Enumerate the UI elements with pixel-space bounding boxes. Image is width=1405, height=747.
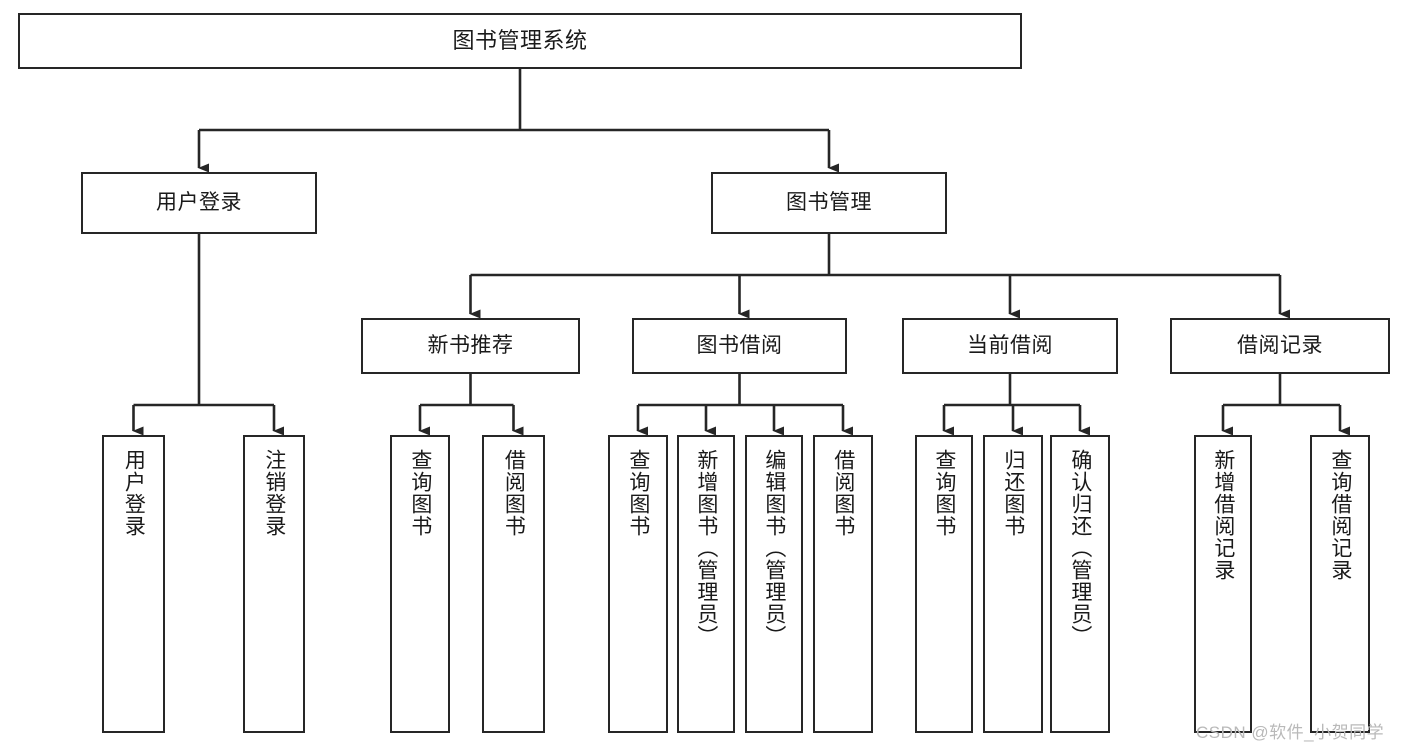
node-new-book-recommend[interactable]: 新书推荐 — [361, 318, 580, 374]
node-leaf-logout-label: 注销登录 — [262, 449, 286, 537]
node-leaf-query-book-2-label: 查询图书 — [626, 449, 650, 537]
node-borrow-record[interactable]: 借阅记录 — [1170, 318, 1390, 374]
node-leaf-return-book[interactable]: 归还图书 — [983, 435, 1043, 733]
node-book-manage[interactable]: 图书管理 — [711, 172, 947, 234]
node-user-login-label: 用户登录 — [156, 190, 242, 214]
node-current-borrow[interactable]: 当前借阅 — [902, 318, 1118, 374]
node-book-manage-label: 图书管理 — [786, 190, 872, 214]
node-leaf-add-record[interactable]: 新增借阅记录 — [1194, 435, 1252, 733]
node-leaf-query-book-3-label: 查询图书 — [932, 449, 956, 537]
node-leaf-query-book-3[interactable]: 查询图书 — [915, 435, 973, 733]
node-current-borrow-label: 当前借阅 — [967, 333, 1053, 357]
node-leaf-return-book-label: 归还图书 — [1001, 449, 1025, 537]
node-leaf-query-record-label: 查询借阅记录 — [1328, 449, 1352, 581]
node-user-login[interactable]: 用户登录 — [81, 172, 317, 234]
node-new-book-recommend-label: 新书推荐 — [427, 333, 514, 357]
node-leaf-query-record[interactable]: 查询借阅记录 — [1310, 435, 1370, 733]
node-leaf-add-record-label: 新增借阅记录 — [1211, 449, 1235, 581]
node-leaf-edit-book[interactable]: 编辑图书（管理员） — [745, 435, 803, 733]
node-leaf-edit-book-label: 编辑图书（管理员） — [762, 449, 786, 647]
node-leaf-logout[interactable]: 注销登录 — [243, 435, 305, 733]
node-leaf-query-book-2[interactable]: 查询图书 — [608, 435, 668, 733]
node-leaf-confirm-return-label: 确认归还（管理员） — [1068, 449, 1092, 647]
node-borrow-record-label: 借阅记录 — [1237, 333, 1323, 357]
node-leaf-add-book[interactable]: 新增图书（管理员） — [677, 435, 735, 733]
node-book-borrow[interactable]: 图书借阅 — [632, 318, 847, 374]
node-leaf-user-login-label: 用户登录 — [122, 449, 146, 537]
csdn-watermark: CSDN @软件_小贺同学 — [1196, 723, 1385, 742]
node-leaf-borrow-book-1[interactable]: 借阅图书 — [482, 435, 545, 733]
node-leaf-query-book-1-label: 查询图书 — [408, 449, 432, 537]
node-leaf-borrow-book-1-label: 借阅图书 — [502, 449, 526, 537]
node-leaf-borrow-book-2[interactable]: 借阅图书 — [813, 435, 873, 733]
node-leaf-user-login[interactable]: 用户登录 — [102, 435, 165, 733]
node-leaf-borrow-book-2-label: 借阅图书 — [831, 449, 855, 537]
node-book-borrow-label: 图书借阅 — [696, 333, 783, 357]
node-root-label: 图书管理系统 — [452, 28, 588, 54]
node-root[interactable]: 图书管理系统 — [18, 13, 1022, 69]
node-leaf-confirm-return[interactable]: 确认归还（管理员） — [1050, 435, 1110, 733]
node-leaf-add-book-label: 新增图书（管理员） — [694, 449, 718, 647]
node-leaf-query-book-1[interactable]: 查询图书 — [390, 435, 450, 733]
